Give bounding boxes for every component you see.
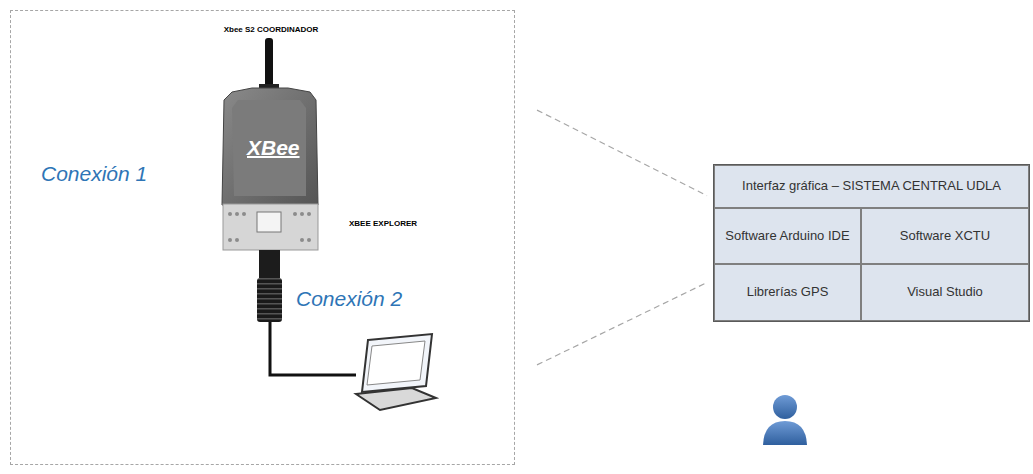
connection-label: Conexión 1	[41, 162, 147, 186]
dashed-region: Xbee S2 COORDINADOR Conexión 1 XBEE EXPLOR…	[10, 10, 515, 465]
laptop-display	[367, 341, 425, 385]
dashed-connector	[537, 110, 707, 196]
table-cell: Librerías GPS	[714, 264, 861, 321]
xbee-explorer	[223, 204, 318, 250]
module-face	[232, 100, 306, 196]
usb-port	[257, 212, 281, 232]
laptop-base	[356, 388, 436, 410]
laptop-screen	[362, 334, 432, 392]
brand-logo: XBee	[247, 136, 300, 160]
software-table: Interfaz gráfica – SISTEMA CENTRAL UDLAS…	[713, 164, 1030, 322]
table-cell: Software XCTU	[861, 208, 1029, 264]
usb-plug-grip	[257, 278, 282, 322]
usb-cable	[270, 322, 356, 375]
user-head	[773, 395, 797, 419]
usb-plug	[259, 250, 280, 278]
device-label: Xbee S2 COORDINADOR	[224, 25, 319, 34]
antenna	[265, 38, 273, 88]
table-cell: Software Arduino IDE	[714, 208, 861, 264]
pin-holes	[228, 212, 311, 242]
table-cell: Visual Studio	[861, 264, 1029, 321]
connection-label: Conexión 2	[296, 287, 402, 311]
xbee-module	[222, 88, 318, 205]
user-body	[763, 421, 807, 445]
table-header: Interfaz gráfica – SISTEMA CENTRAL UDLA	[714, 165, 1029, 208]
board-label: XBEE EXPLORER	[349, 219, 417, 228]
dashed-connector	[537, 283, 707, 365]
